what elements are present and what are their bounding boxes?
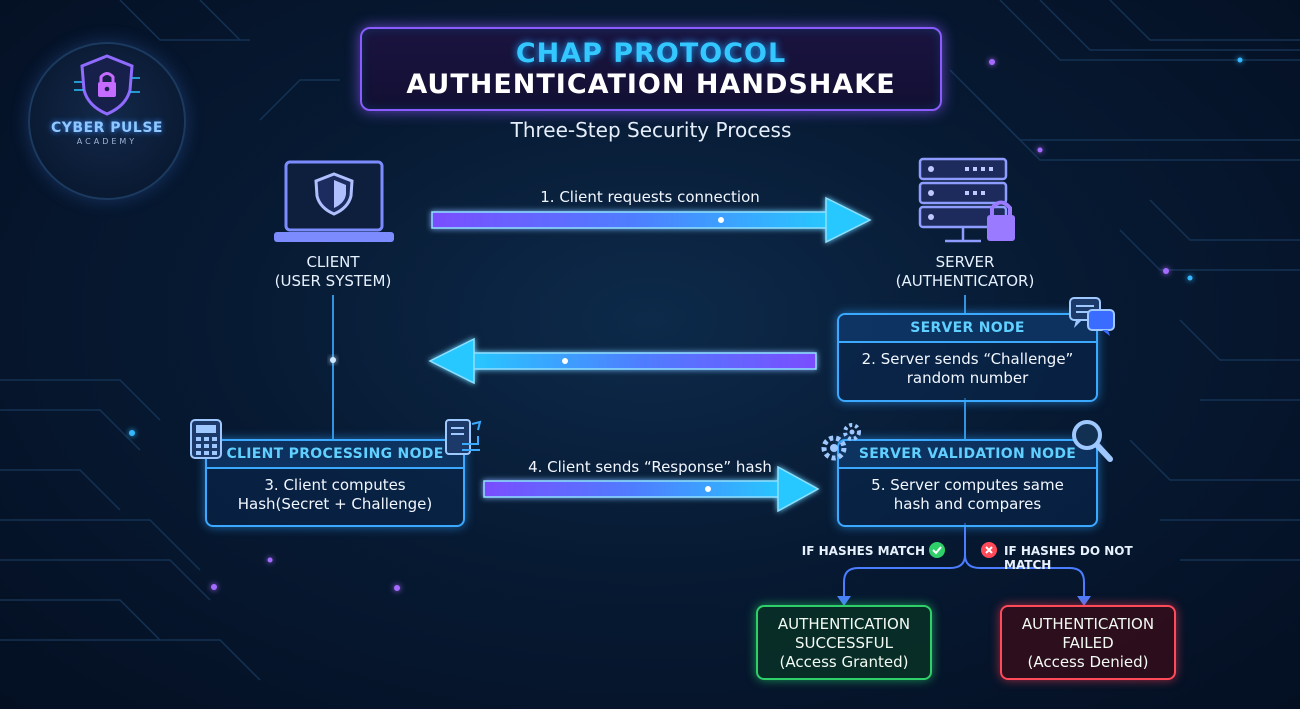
- failure-line1: AUTHENTICATION: [1021, 615, 1155, 633]
- server-validation-node: SERVER VALIDATION NODE 5. Server compute…: [837, 439, 1098, 527]
- page-title-line1: CHAP PROTOCOL: [515, 38, 787, 69]
- client-label-line1: CLIENT: [306, 253, 360, 271]
- chat-bubbles-icon: [1069, 297, 1115, 336]
- failure-line2: FAILED: [1062, 634, 1114, 652]
- validation-node-line2: hash and compares: [893, 495, 1042, 513]
- server-label-line1: SERVER: [935, 253, 995, 271]
- condition-nomatch-label: IF HASHES DO NOT MATCH: [1004, 544, 1133, 572]
- calculator-icon: [190, 419, 222, 459]
- page-title-line2: AUTHENTICATION HANDSHAKE: [406, 69, 896, 100]
- server-node-line1: 2. Server sends “Challenge”: [861, 350, 1074, 368]
- validation-node-title: SERVER VALIDATION NODE: [839, 441, 1096, 469]
- arrow-step1: [431, 196, 872, 244]
- step4-label: 4. Client sends “Response” hash: [528, 458, 772, 476]
- document-code-icon: [445, 419, 482, 455]
- server-node: SERVER NODE 2. Server sends “Challenge” …: [837, 313, 1098, 402]
- magnifier-icon: [1072, 420, 1113, 462]
- logo-subtitle: ACADEMY: [76, 137, 138, 146]
- success-line3: (Access Granted): [779, 653, 909, 671]
- client-node-line2: Hash(Secret + Challenge): [237, 495, 433, 513]
- condition-match-label: IF HASHES MATCH: [801, 544, 925, 558]
- success-line1: AUTHENTICATION: [777, 615, 911, 633]
- server-node-line2: random number: [906, 369, 1029, 387]
- laptop-shield-icon: [274, 160, 394, 242]
- validation-node-line1: 5. Server computes same: [871, 476, 1064, 494]
- client-node-title: CLIENT PROCESSING NODE: [207, 441, 463, 469]
- failure-line3: (Access Denied): [1027, 653, 1149, 671]
- shield-lock-icon: [74, 54, 140, 116]
- result-failure-box: AUTHENTICATION FAILED (Access Denied): [1000, 605, 1176, 680]
- arrow-step2: [428, 337, 817, 385]
- title-frame: [360, 27, 942, 111]
- client-label-line2: (USER SYSTEM): [274, 272, 392, 290]
- client-processing-node: CLIENT PROCESSING NODE 3. Client compute…: [205, 439, 465, 527]
- server-node-title: SERVER NODE: [839, 315, 1096, 343]
- check-circle-icon: [929, 542, 945, 558]
- page-subtitle: Three-Step Security Process: [510, 118, 792, 142]
- gears-icon: [821, 423, 861, 461]
- result-success-box: AUTHENTICATION SUCCESSFUL (Access Grante…: [756, 605, 932, 680]
- logo-title: CYBER PULSE: [51, 120, 163, 136]
- server-lock-icon: [918, 157, 1015, 243]
- server-label-line2: (AUTHENTICATOR): [895, 272, 1035, 290]
- step1-label: 1. Client requests connection: [540, 188, 760, 206]
- x-circle-icon: [981, 542, 997, 558]
- client-node-line1: 3. Client computes: [264, 476, 406, 494]
- success-line2: SUCCESSFUL: [795, 634, 893, 652]
- arrow-step4: [483, 465, 820, 513]
